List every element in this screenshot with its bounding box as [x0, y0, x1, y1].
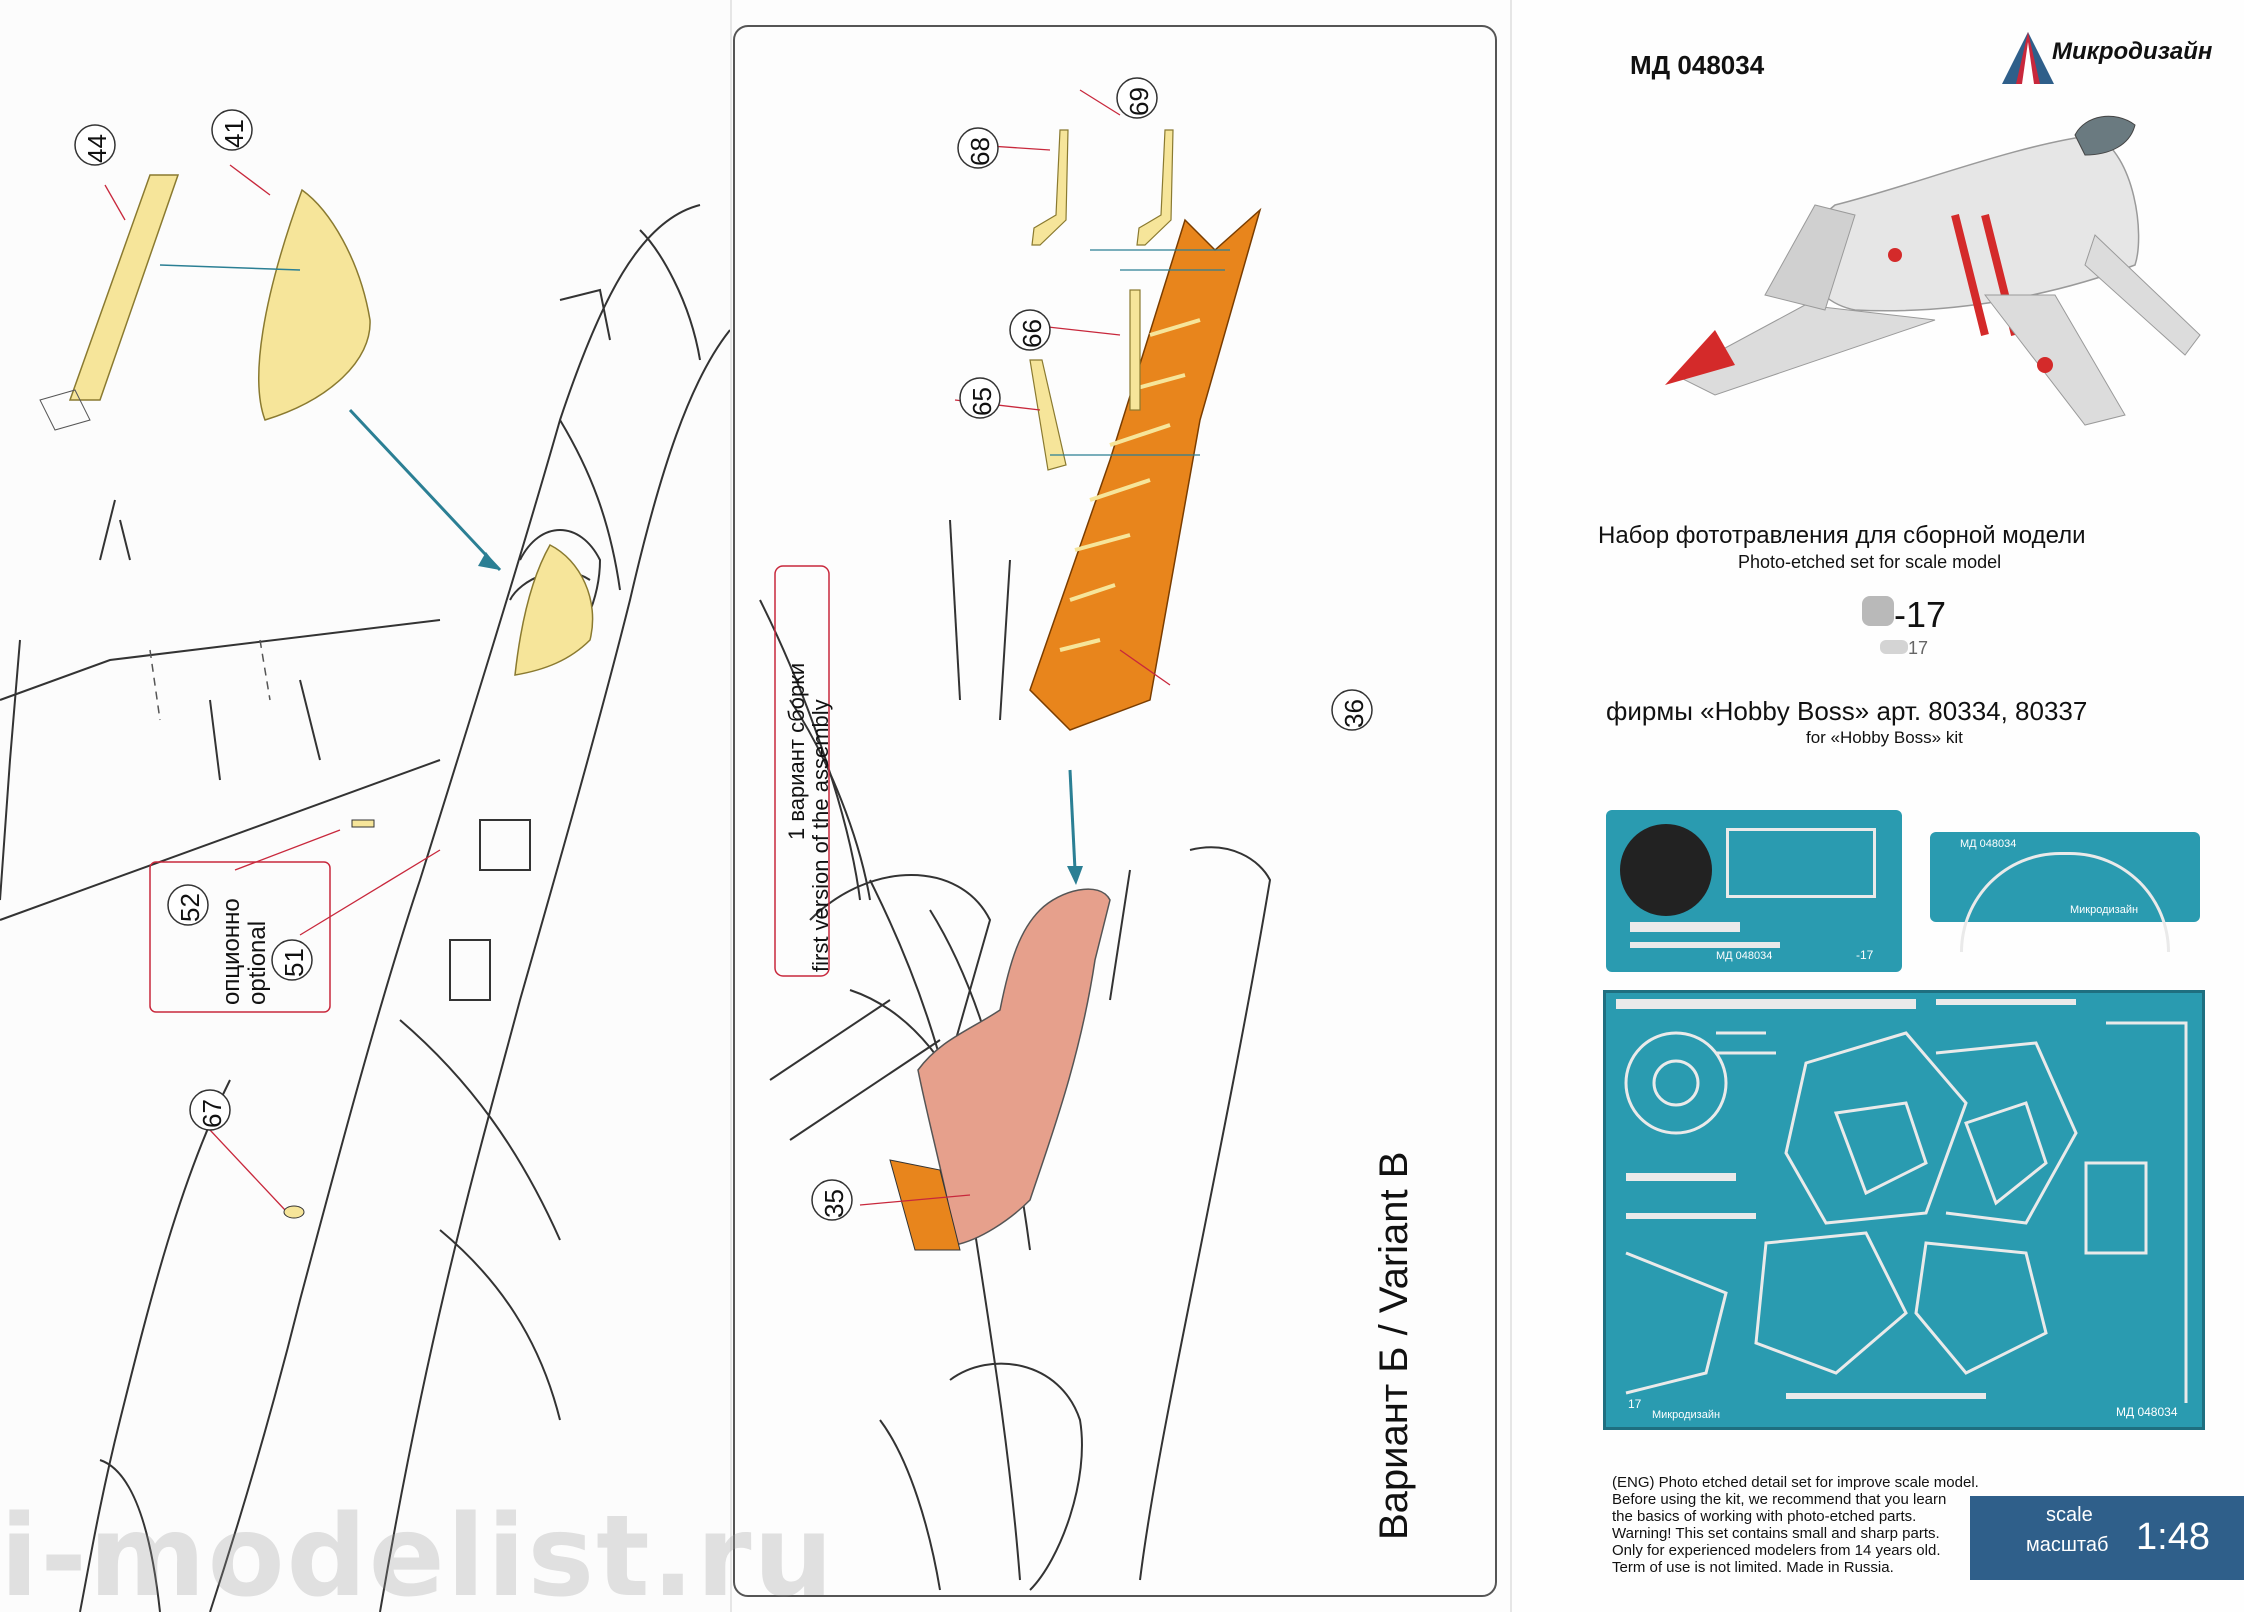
scale-label-en: scale [2046, 1504, 2093, 1526]
usage-notes: (ENG) Photo etched detail set for improv… [1612, 1474, 2042, 1576]
optional-en-label: optional [244, 920, 271, 1005]
brand-name: Микродизайн [2052, 38, 2213, 65]
callout-52: 52 [175, 893, 205, 922]
part-65 [1029, 359, 1067, 471]
callout-41: 41 [219, 119, 249, 148]
part-68 [1031, 129, 1069, 246]
model-name-big: -17 [1894, 594, 1947, 635]
part-44 [68, 174, 180, 401]
callout-66: 66 [1017, 319, 1047, 348]
aircraft-line-drawing-left [0, 109, 730, 1612]
note-line-4: Warning! This set contains small and sha… [1612, 1525, 1940, 1542]
optional-ru-label: опционно [218, 898, 245, 1005]
note-line-3: the basics of working with photo-etched … [1612, 1508, 1917, 1525]
part-41-installed [514, 544, 594, 676]
note-line-6: Term of use is not limited. Made in Russ… [1612, 1559, 1894, 1576]
callout-67: 67 [197, 1099, 227, 1128]
callout-36: 36 [1339, 699, 1369, 728]
assembly-ru-label: 1 вариант сборки [784, 662, 809, 840]
note-line-1: (ENG) Photo etched detail set for improv… [1612, 1474, 1979, 1491]
fret-2-code: МД 048034 [1960, 838, 2017, 850]
callout-69: 69 [1124, 87, 1154, 116]
callout-65: 65 [967, 387, 997, 416]
fret-1-model: -17 [1856, 948, 1874, 962]
blurred-model-name [1862, 596, 1894, 626]
firm-ru: фирмы «Hobby Boss» арт. 80334, 80337 [1606, 696, 2088, 726]
fold-line [1510, 0, 1512, 1612]
assembly-en-label: first version of the assembly [808, 699, 833, 972]
callout-68: 68 [965, 137, 995, 166]
part-66 [1129, 289, 1141, 411]
variant-label: Вариант Б / Variant B [1372, 1151, 1416, 1540]
aircraft-line-drawing-middle [733, 25, 1497, 1597]
model-name-small: 17 [1908, 638, 1929, 658]
scale-badge: scale масштаб 1:48 [1970, 1496, 2244, 1580]
aircraft-photo [1665, 115, 2201, 426]
fold-line [730, 0, 732, 1612]
title-ru: Набор фототравления для сборной модели [1598, 522, 2086, 549]
product-code: МД 048034 [1630, 50, 1765, 80]
fret-2-brand: Микродизайн [2070, 904, 2139, 916]
brand-logo-icon [2002, 32, 2054, 84]
watermark: i-modelist.ru [0, 1492, 836, 1612]
fret-preview-main: 17 Микродизайн МД 048034 [1603, 990, 2205, 1430]
scale-value: 1:48 [2136, 1516, 2210, 1558]
blurred-model-name-small [1880, 640, 1908, 654]
title-en: Photo-etched set for scale model [1738, 552, 2002, 572]
part-69 [1136, 129, 1174, 246]
firm-en: for «Hobby Boss» kit [1806, 728, 1963, 747]
scale-label-ru: масштаб [2026, 1534, 2109, 1556]
part-35-installed [917, 888, 1111, 1246]
callout-51: 51 [279, 948, 309, 977]
panel-middle-drawing [730, 0, 1510, 1612]
callout-35: 35 [819, 1189, 849, 1218]
fret-1-code: МД 048034 [1716, 950, 1773, 962]
fret-main-brand: Микродизайн [1652, 1409, 1721, 1421]
fret-preview-1: МД 048034 -17 [1606, 810, 1902, 972]
fret-preview-2: МД 048034 Микродизайн [1930, 832, 2200, 952]
fret-main-code: МД 048034 [2116, 1405, 2178, 1419]
note-line-2: Before using the kit, we recommend that … [1612, 1491, 1947, 1508]
note-line-5: Only for experienced modelers from 14 ye… [1612, 1542, 1941, 1559]
fret-main-model: 17 [1628, 1397, 1642, 1411]
part-36 [1029, 207, 1262, 731]
callout-44: 44 [82, 134, 112, 163]
part-41 [258, 188, 371, 421]
